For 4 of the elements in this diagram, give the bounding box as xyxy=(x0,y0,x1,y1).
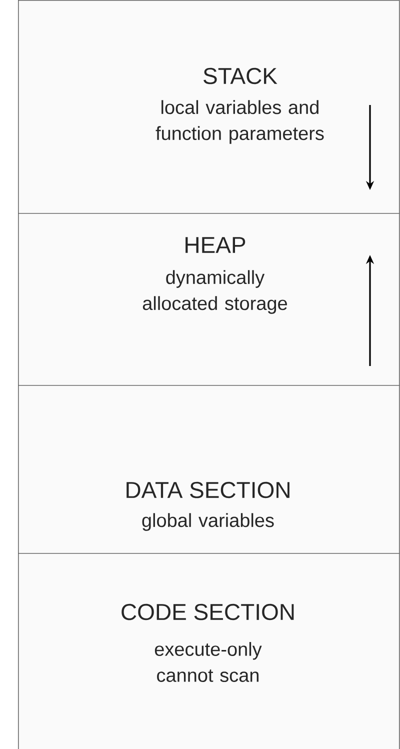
memory-section: HEAP dynamically allocated storage xyxy=(18,213,400,386)
memory-section: DATA SECTION global variables xyxy=(18,385,400,554)
memory-section: CODE SECTION execute-only cannot scan xyxy=(18,553,400,749)
memory-section: STACK local variables and function parameters xyxy=(18,0,400,214)
